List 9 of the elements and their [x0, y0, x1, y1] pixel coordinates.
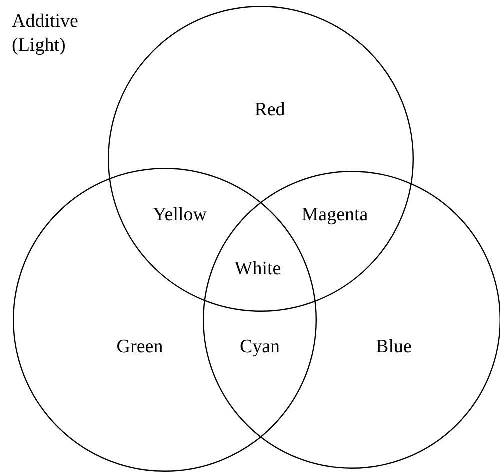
- circle-label: Blue: [376, 338, 412, 356]
- circle-label: Green: [116, 338, 164, 356]
- diagram-title: Additive (Light): [12, 10, 80, 58]
- circle-label: Red: [254, 100, 286, 120]
- venn-circle: [108, 6, 414, 312]
- overlap-label: Cyan: [240, 338, 280, 356]
- overlap-label: Yellow: [152, 206, 208, 224]
- overlap-label: Magenta: [302, 206, 368, 224]
- overlap-label: White: [234, 260, 282, 278]
